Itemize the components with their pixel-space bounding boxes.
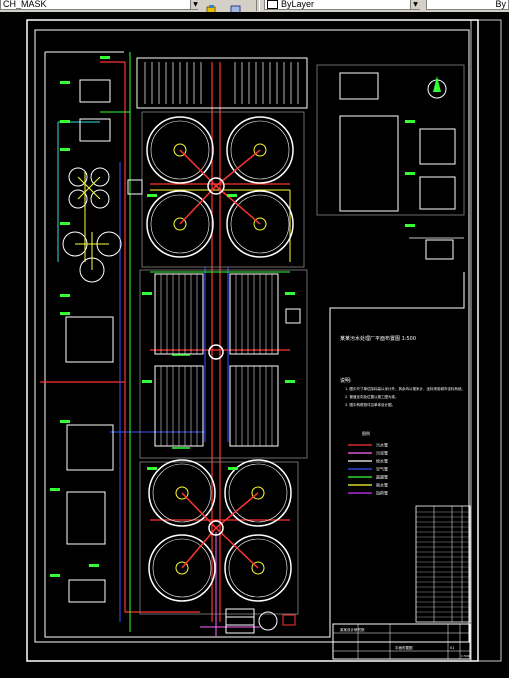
note-line-2: 2. 管道走向及位置以施工图为准。 — [345, 394, 398, 399]
admin-buildings — [339, 72, 456, 260]
drawing-border-outer — [26, 19, 479, 662]
legend-label: 污水管 — [376, 442, 388, 448]
aeration-tanks — [154, 273, 279, 447]
layer-combo[interactable]: CH_MASK — [0, 0, 198, 10]
aeration-tank-divisions — [160, 274, 273, 446]
notes-heading: 说明: — [340, 377, 352, 384]
sludge-pump-house — [225, 608, 278, 634]
sludge-pipes — [200, 532, 260, 637]
screen-channels — [144, 62, 299, 104]
clarifier-group-1-centers — [173, 143, 267, 231]
layer-states-icon[interactable] — [206, 0, 217, 14]
note-line-3: 3. 图中构筑物详见单体设计图。 — [345, 402, 395, 407]
legend-label: 雨水管 — [376, 482, 388, 488]
cad-drawing-canvas[interactable]: 某某污水处理厂平面布置图 1:500 说明: 1. 图中尺寸单位除标高以米计外，… — [0, 12, 509, 678]
left-tanks — [62, 167, 122, 283]
clarifier-group-1 — [146, 116, 294, 258]
admin-area-boundary — [316, 64, 465, 216]
legend-label: 超越管 — [376, 474, 388, 480]
lineweight-combo[interactable]: By — [426, 0, 509, 10]
left-tank-links — [75, 176, 109, 270]
color-swatch-icon — [267, 0, 278, 9]
aeration-boundary — [139, 269, 308, 459]
layer-combo-dropdown-icon[interactable]: ▼ — [190, 0, 200, 9]
north-arrow-icon — [427, 76, 447, 99]
bypass-pipes — [100, 52, 290, 632]
title-block-scale: 1:500 — [461, 654, 470, 658]
clarifier-group-2 — [148, 459, 292, 602]
sludge-tank — [282, 614, 296, 626]
legend-label: 给水管 — [376, 458, 388, 464]
title-block-company: 某某设计研究院 — [340, 627, 365, 632]
note-line-1: 1. 图中尺寸单位除标高以米计外，其余均以毫米计，坐标采用城市坐标系统。 — [345, 386, 465, 391]
linetype-combo[interactable]: ByLayer — [264, 0, 420, 10]
clarifier-group-2-centers — [175, 486, 265, 575]
site-boundary — [44, 52, 465, 638]
equipment-schedule-table — [415, 505, 471, 623]
title-block-drawing-no: 01 — [450, 646, 454, 650]
drawing-title: 某某污水处理厂平面布置图 1:500 — [340, 335, 416, 342]
distribution-well-3 — [208, 520, 224, 536]
cad-toolbar: CH_MASK ▼ ByLayer ▼ By — [0, 0, 509, 14]
lineweight-combo-value: By — [495, 0, 506, 9]
drawing-border-inner — [34, 29, 470, 643]
legend-label: 加药管 — [376, 490, 388, 496]
right-margin-strip — [470, 19, 502, 662]
screen-building — [136, 57, 308, 109]
toolbar-separator — [256, 0, 260, 11]
legend-label: 污泥管 — [376, 450, 388, 456]
distribution-well-2 — [208, 344, 224, 360]
layer-combo-value: CH_MASK — [3, 0, 47, 9]
aeration-green-headers — [172, 354, 190, 449]
equipment-tags — [50, 56, 415, 577]
linetype-combo-dropdown-icon[interactable]: ▼ — [410, 0, 420, 9]
legend-label: 空气管 — [376, 466, 388, 472]
air-pipes — [110, 162, 229, 622]
layer-previous-icon[interactable] — [230, 0, 241, 14]
clarifier-group-2-boundary — [139, 461, 299, 615]
clarifier-group-2-feeds — [181, 492, 259, 569]
distribution-well-1 — [207, 177, 225, 195]
linetype-combo-value: ByLayer — [281, 0, 315, 9]
left-buildings — [65, 79, 301, 603]
legend-heading: 图例 — [362, 430, 370, 436]
title-block: 某某设计研究院 平面布置图 01 1:500 — [332, 623, 471, 660]
title-block-project: 平面布置图 — [395, 645, 413, 650]
sewage-pipes — [40, 61, 290, 622]
